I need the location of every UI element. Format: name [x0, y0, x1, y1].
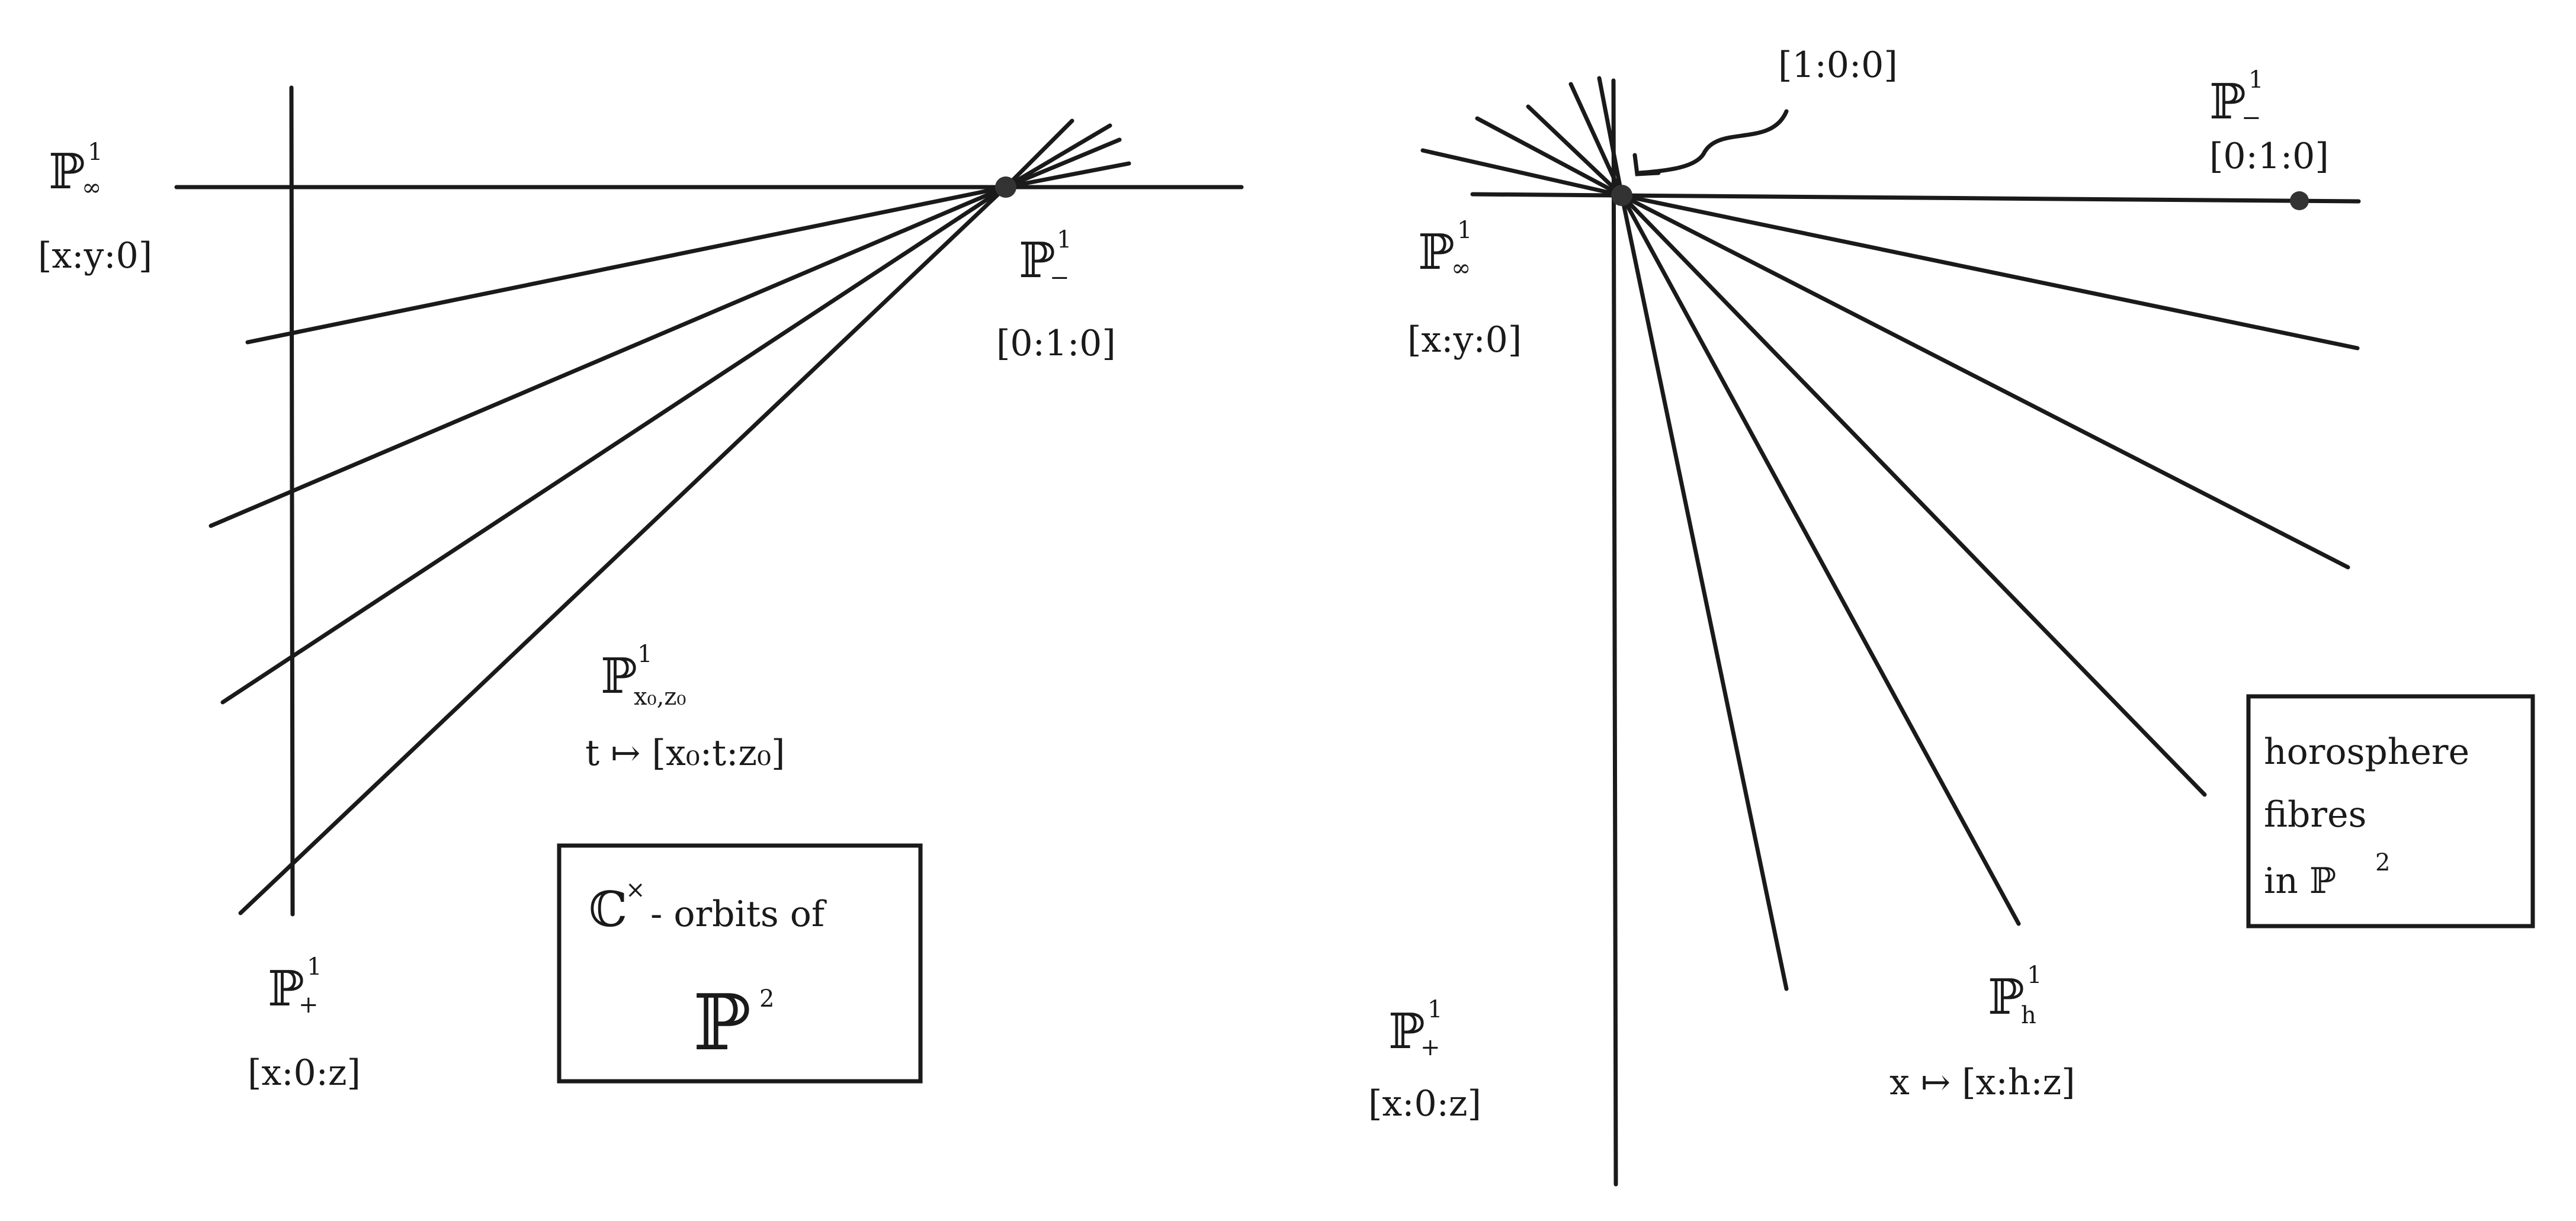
right-upper-ray-2	[1475, 116, 1624, 198]
left-orbit-line-4	[238, 185, 1008, 915]
left-p-plus-symbol: ℙ	[268, 961, 304, 1017]
right-p-minus-symbol: ℙ	[2209, 74, 2246, 130]
right-p-plus-sub: +	[1420, 1034, 1441, 1061]
left-p-minus-sup: 1	[1057, 226, 1072, 253]
right-fibre-line-4	[1619, 193, 2021, 926]
right-callout-arrow	[1637, 109, 1789, 175]
right-p-minus-coords: [0:1:0]	[2209, 136, 2329, 177]
left-p-x0z0-sup: 1	[637, 641, 652, 668]
right-horizontal-line-p-infinity	[1470, 192, 2361, 204]
right-p-minus-sup: 1	[2248, 66, 2263, 94]
left-p-minus-symbol: ℙ	[1019, 233, 1056, 289]
left-vertical-line-p-plus	[289, 85, 295, 917]
right-diagram: [1:0:0] ℙ 1 − [0:1:0] ℙ 1 ∞ [x:y:0] ℙ 1 …	[1368, 44, 2535, 1187]
right-p-infinity-sup: 1	[1457, 217, 1472, 244]
left-p-x0z0-symbol: ℙ	[601, 648, 637, 705]
right-point-label: [1:0:0]	[1778, 44, 1898, 86]
right-p-h-sup: 1	[2027, 962, 2042, 989]
left-ray-4	[1003, 161, 1131, 189]
left-p-minus-coords: [0:1:0]	[996, 323, 1116, 364]
left-ray-2	[1003, 123, 1112, 189]
right-fibre-line-1	[1619, 193, 2360, 351]
left-p-infinity-coords: [x:y:0]	[38, 235, 152, 277]
right-upper-ray-3	[1526, 104, 1624, 198]
left-p-plus-coords: [x:0:z]	[248, 1052, 361, 1094]
right-p-infinity-symbol: ℙ	[1418, 224, 1455, 281]
right-p-h-sub: h	[2021, 1002, 2036, 1029]
right-fibre-line-5	[1619, 193, 1789, 991]
right-p-minus-sub: −	[2241, 104, 2261, 131]
right-vertical-line-p-plus	[1611, 78, 1618, 1187]
right-fibre-line-2	[1619, 193, 2350, 570]
right-upper-ray-1	[1420, 148, 1624, 198]
right-callout-arrowhead	[1632, 153, 1661, 176]
right-p-plus-symbol: ℙ	[1388, 1004, 1425, 1060]
left-box-orbits-of: - orbits of	[650, 894, 827, 935]
left-p-x0z0-map: t ↦ [x₀:t:z₀]	[585, 732, 785, 774]
left-diagram: ℙ 1 ∞ [x:y:0] ℙ 1 − [0:1:0] ℙ 1 x₀,z₀ t …	[38, 85, 1244, 1094]
left-p-infinity-symbol: ℙ	[49, 144, 85, 200]
left-box-c-sup: ×	[625, 876, 646, 904]
left-orbit-line-3	[220, 185, 1008, 705]
left-box-p-sup: 2	[759, 985, 774, 1013]
left-p-infinity-sup: 1	[88, 139, 102, 166]
left-p-x0z0-sub: x₀,z₀	[634, 683, 686, 711]
left-orbit-line-1	[245, 185, 1008, 345]
right-caption-box	[2246, 694, 2535, 928]
right-p-plus-coords: [x:0:z]	[1368, 1083, 1481, 1124]
left-box-c-symbol: ℂ	[589, 882, 627, 938]
right-point-1-0-0	[1611, 185, 1632, 206]
right-box-line-2: fibres	[2264, 794, 2366, 836]
right-upper-ray-4	[1568, 82, 1624, 198]
right-upper-ray-5	[1597, 76, 1624, 198]
right-p-infinity-coords: [x:y:0]	[1407, 319, 1522, 361]
left-caption-box	[557, 843, 923, 1084]
right-box-line-1: horosphere	[2264, 731, 2469, 773]
right-p-infinity-sub: ∞	[1451, 255, 1471, 282]
right-box-line-3: in ℙ	[2264, 860, 2336, 902]
right-fibre-line-3	[1619, 193, 2207, 797]
left-orbit-line-2	[208, 185, 1008, 528]
left-p-plus-sup: 1	[307, 953, 322, 981]
right-point-0-1-0	[2290, 191, 2309, 210]
left-ray-3	[1003, 137, 1122, 189]
left-p-plus-sub: +	[299, 991, 319, 1018]
left-point-0-1-0	[995, 176, 1016, 198]
left-p-infinity-sub: ∞	[82, 174, 101, 201]
right-p-plus-sup: 1	[1427, 996, 1442, 1023]
left-ray-1	[1003, 118, 1074, 189]
right-p-h-map: x ↦ [x:h:z]	[1890, 1062, 2075, 1103]
left-box-p-symbol: ℙ	[693, 978, 751, 1068]
right-p-h-symbol: ℙ	[1988, 969, 2025, 1026]
left-p-minus-sub: −	[1050, 264, 1070, 291]
right-box-line-3-sup: 2	[2375, 849, 2390, 876]
